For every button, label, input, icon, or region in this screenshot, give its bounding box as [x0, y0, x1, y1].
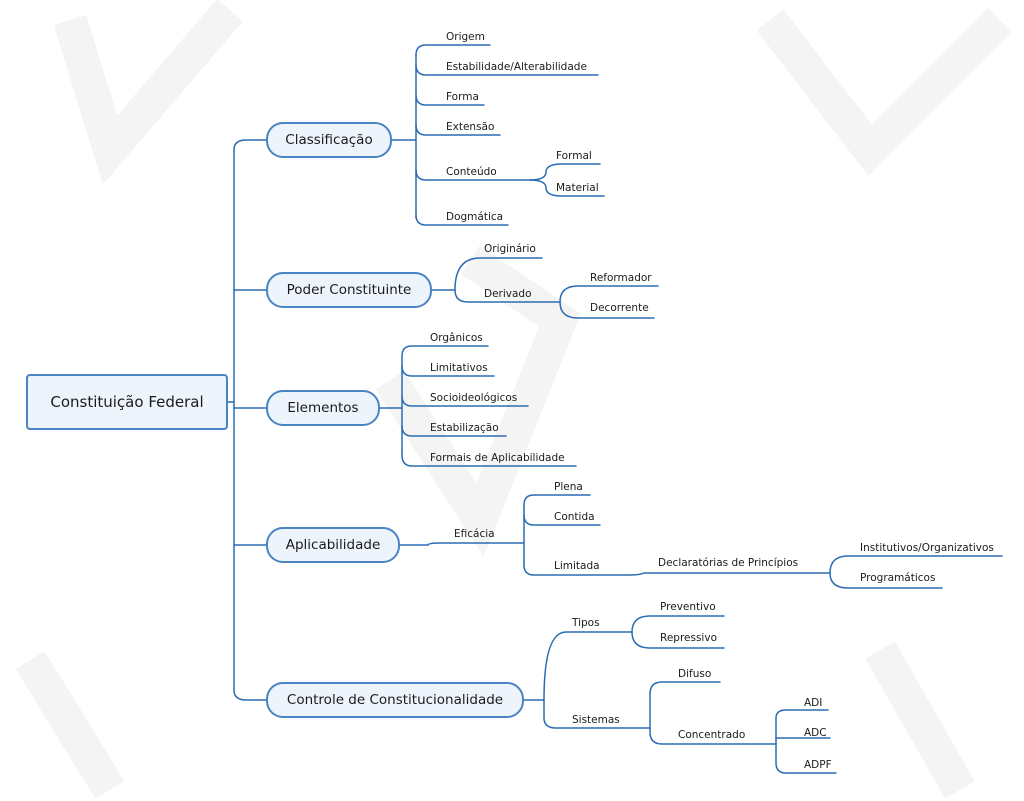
leaf-tipos[interactable]: Tipos	[572, 617, 600, 629]
node-controle[interactable]: Controle de Constitucionalidade	[266, 682, 524, 718]
leaf-forma[interactable]: Forma	[446, 91, 479, 103]
leaf-estabilidade[interactable]: Estabilidade/Alterabilidade	[446, 61, 587, 73]
leaf-extensao[interactable]: Extensão	[446, 121, 495, 133]
leaf-estabilizacao[interactable]: Estabilização	[430, 422, 499, 434]
leaf-dogmatica[interactable]: Dogmática	[446, 211, 504, 223]
node-elementos-label: Elementos	[287, 400, 359, 416]
leaf-derivado[interactable]: Derivado	[484, 288, 532, 300]
leaf-institutivos[interactable]: Institutivos/Organizativos	[860, 542, 994, 554]
leaf-material[interactable]: Material	[556, 182, 599, 194]
node-elementos[interactable]: Elementos	[266, 390, 380, 426]
leaf-programaticos[interactable]: Programáticos	[860, 572, 936, 584]
leaf-limitativos[interactable]: Limitativos	[430, 362, 488, 374]
leaf-organicos[interactable]: Orgânicos	[430, 332, 483, 344]
leaf-origem[interactable]: Origem	[446, 31, 485, 43]
node-aplicabilidade[interactable]: Aplicabilidade	[266, 527, 400, 563]
leaf-formal[interactable]: Formal	[556, 150, 592, 162]
leaf-formais-aplicabilidade[interactable]: Formais de Aplicabilidade	[430, 452, 565, 464]
leaf-decorrente[interactable]: Decorrente	[590, 302, 649, 314]
leaf-reformador[interactable]: Reformador	[590, 272, 652, 284]
leaf-originario[interactable]: Originário	[484, 243, 536, 255]
node-classificacao-label: Classificação	[285, 132, 373, 148]
leaf-contida[interactable]: Contida	[554, 511, 595, 523]
leaf-concentrado[interactable]: Concentrado	[678, 729, 746, 741]
leaf-conteudo[interactable]: Conteúdo	[446, 166, 497, 178]
leaf-difuso[interactable]: Difuso	[678, 668, 712, 680]
node-classificacao[interactable]: Classificação	[266, 122, 392, 158]
leaf-adpf[interactable]: ADPF	[804, 759, 832, 771]
node-controle-label: Controle de Constitucionalidade	[286, 692, 504, 708]
root-node[interactable]: Constituição Federal	[26, 374, 228, 430]
leaf-sistemas[interactable]: Sistemas	[572, 714, 620, 726]
node-poder-constituinte[interactable]: Poder Constituinte	[266, 272, 432, 308]
leaf-repressivo[interactable]: Repressivo	[660, 632, 717, 644]
leaf-eficacia[interactable]: Eficácia	[454, 528, 495, 540]
leaf-socioideologicos[interactable]: Socioideológicos	[430, 392, 518, 404]
node-aplicabilidade-label: Aplicabilidade	[285, 537, 381, 553]
leaf-adi[interactable]: ADI	[804, 697, 823, 709]
root-label: Constituição Federal	[50, 393, 204, 411]
leaf-plena[interactable]: Plena	[554, 481, 583, 493]
leaf-preventivo[interactable]: Preventivo	[660, 601, 716, 613]
leaf-limitada[interactable]: Limitada	[554, 560, 600, 572]
node-poder-constituinte-label: Poder Constituinte	[286, 282, 412, 298]
leaf-adc[interactable]: ADC	[804, 727, 827, 739]
leaf-declaratorias[interactable]: Declaratórias de Princípios	[658, 557, 799, 569]
